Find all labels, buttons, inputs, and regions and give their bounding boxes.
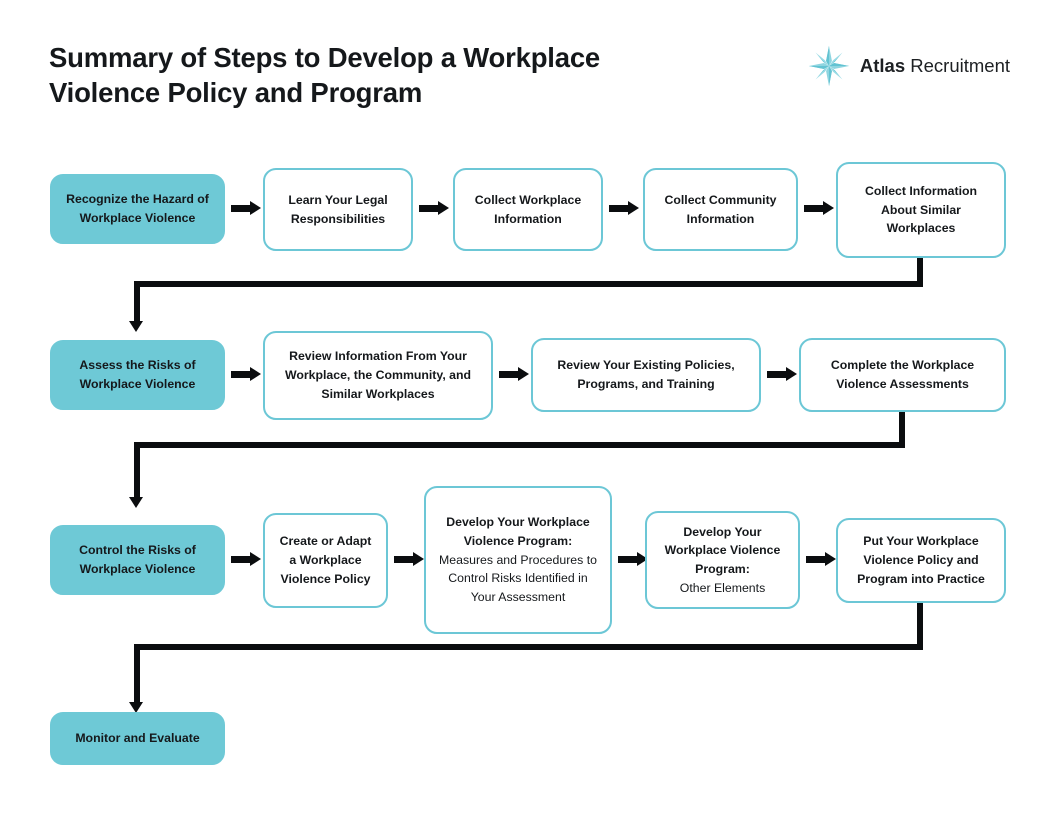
- step-node-develop-program-other[interactable]: Develop Your Workplace Violence Program:…: [645, 511, 800, 609]
- logo-wordmark: Atlas Recruitment: [859, 54, 1010, 76]
- stage-node-monitor[interactable]: Monitor and Evaluate: [50, 712, 225, 765]
- arrow-into-row2: [129, 321, 143, 332]
- develop-measures-rest: Measures and Procedures to Control Risks…: [439, 552, 597, 605]
- arrow-r2-2-3: [786, 367, 797, 381]
- logo-word: Recruitment: [910, 54, 1010, 76]
- arrow-r3-1-2: [413, 552, 424, 566]
- step-node-review-policies[interactable]: Review Your Existing Policies, Programs,…: [531, 338, 761, 412]
- arrow-r1-2-3: [628, 201, 639, 215]
- develop-other-bold: Develop Your Workplace Violence Program:: [664, 524, 781, 576]
- connector-r2-1-2: [499, 371, 519, 378]
- arrow-r3-2-3: [637, 552, 648, 566]
- step-node-review-information[interactable]: Review Information From Your Workplace, …: [263, 331, 493, 420]
- step-node-develop-program-measures[interactable]: Develop Your Workplace Violence Program:…: [424, 486, 612, 634]
- arrow-r3-3-4: [825, 552, 836, 566]
- arrow-r3-0-1: [250, 552, 261, 566]
- connector-r3-2-3: [618, 556, 638, 563]
- connector-row1-left: [134, 281, 923, 287]
- step-node-create-policy[interactable]: Create or Adapt a Workplace Violence Pol…: [263, 513, 388, 608]
- compass-star-icon: [808, 45, 850, 87]
- connector-row4-down: [134, 644, 140, 704]
- logo: Atlas Recruitment: [808, 44, 1010, 88]
- connector-r1-2-3: [609, 205, 629, 212]
- logo-brand: Atlas: [859, 54, 906, 76]
- arrow-into-row3: [129, 497, 143, 508]
- arrow-r1-0-1: [250, 201, 261, 215]
- stage-node-assess[interactable]: Assess the Risks of Workplace Violence: [50, 340, 225, 410]
- step-node-put-into-practice[interactable]: Put Your Workplace Violence Policy and P…: [836, 518, 1006, 603]
- connector-row2-down-out: [899, 412, 905, 448]
- step-node-collect-workplace[interactable]: Collect Workplace Information: [453, 168, 603, 251]
- arrow-into-row4: [129, 702, 143, 713]
- step-node-learn-legal[interactable]: Learn Your Legal Responsibilities: [263, 168, 413, 251]
- develop-other-rest: Other Elements: [679, 580, 766, 595]
- connector-r1-0-1: [231, 205, 251, 212]
- connector-r3-0-1: [231, 556, 251, 563]
- connector-r3-3-4: [806, 556, 826, 563]
- step-node-collect-similar[interactable]: Collect Information About Similar Workpl…: [836, 162, 1006, 258]
- arrow-r2-1-2: [518, 367, 529, 381]
- develop-measures-bold: Develop Your Workplace Violence Program:: [446, 515, 590, 548]
- arrow-r2-0-1: [250, 367, 261, 381]
- connector-row3-down-out: [917, 603, 923, 650]
- arrow-r1-3-4: [823, 201, 834, 215]
- connector-row2-left: [134, 442, 905, 448]
- connector-r2-2-3: [767, 371, 787, 378]
- page-title: Summary of Steps to Develop a Workplace …: [49, 42, 601, 109]
- connector-row1-down: [917, 258, 923, 287]
- stage-node-recognize[interactable]: Recognize the Hazard of Workplace Violen…: [50, 174, 225, 244]
- step-node-collect-community[interactable]: Collect Community Information: [643, 168, 798, 251]
- connector-row3-down: [134, 442, 140, 499]
- connector-r3-1-2: [394, 556, 414, 563]
- connector-r1-3-4: [804, 205, 824, 212]
- stage-node-control[interactable]: Control the Risks of Workplace Violence: [50, 525, 225, 595]
- arrow-r1-1-2: [438, 201, 449, 215]
- connector-r2-0-1: [231, 371, 251, 378]
- connector-row2-down: [134, 281, 140, 323]
- connector-row3-left: [134, 644, 923, 650]
- connector-r1-1-2: [419, 205, 439, 212]
- step-node-complete-assessments[interactable]: Complete the Workplace Violence Assessme…: [799, 338, 1006, 412]
